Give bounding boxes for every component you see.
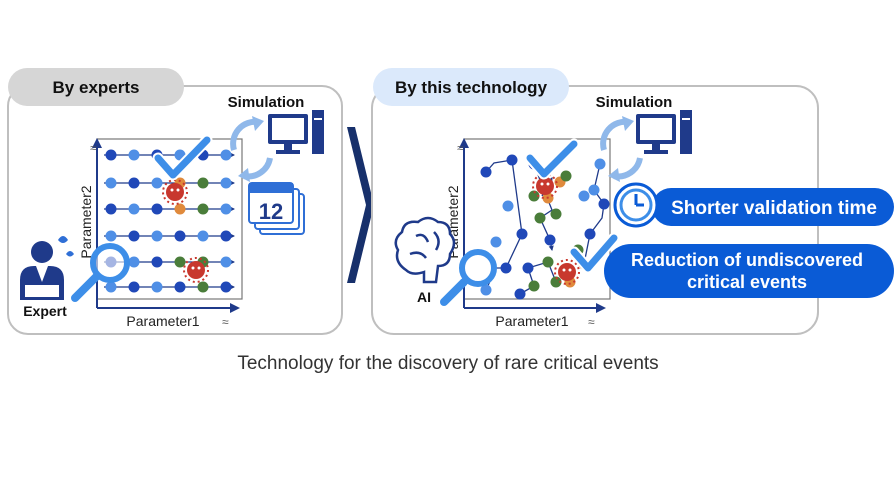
checkmark-icon: [526, 140, 578, 178]
grid-dot: [105, 230, 117, 242]
right-axis-break-x: ≈: [588, 315, 595, 329]
left-y-axis-label: Parameter2: [78, 185, 94, 258]
grid-dot: [588, 184, 600, 196]
stopwatch-icon: [613, 182, 659, 228]
grid-dot: [528, 190, 540, 202]
grid-dot: [220, 256, 232, 268]
grid-dot: [550, 276, 562, 288]
right-x-axis-label: Parameter1: [495, 313, 568, 329]
grid-dot: [502, 200, 514, 212]
grid-dot: [197, 230, 209, 242]
benefit-reduction-line2: critical events: [687, 272, 807, 292]
left-grid-dots: [104, 149, 236, 293]
grid-dot: [534, 212, 546, 224]
checkmark-icon: [154, 136, 211, 179]
grid-dot: [128, 281, 140, 293]
grid-dot: [174, 256, 186, 268]
grid-dot: [105, 203, 117, 215]
benefit-reduction-pill: [604, 244, 894, 298]
grid-dot: [578, 190, 590, 202]
left-panel-title: By experts: [53, 78, 140, 97]
grid-dot: [128, 149, 140, 161]
benefit-reduction-line1: Reduction of undiscovered: [631, 250, 863, 270]
left-axis-break-y: ≈: [90, 141, 97, 155]
computer-icon: [268, 110, 324, 154]
grid-dot: [151, 177, 163, 189]
cycle-arrows-icon: [600, 116, 643, 182]
grid-dot: [128, 256, 140, 268]
right-panel-title: By this technology: [395, 78, 548, 97]
grid-dot: [128, 203, 140, 215]
grid-dot: [128, 177, 140, 189]
grid-dot: [151, 230, 163, 242]
grid-dot: [522, 262, 534, 274]
right-panel: By this technology ≈ ≈ Parameter1 Parame…: [371, 68, 894, 335]
right-panel-title-tab: [373, 68, 569, 106]
grid-dot: [174, 203, 186, 215]
grid-dot: [174, 281, 186, 293]
expert-label: Expert: [23, 303, 67, 319]
grid-dot: [151, 256, 163, 268]
expert-person-icon: [20, 236, 74, 300]
grid-dot: [560, 170, 572, 182]
brain-icon: [394, 216, 456, 284]
left-x-axis-label: Parameter1: [126, 313, 199, 329]
grid-dot: [490, 236, 502, 248]
grid-dot: [197, 177, 209, 189]
grid-dot: [480, 284, 492, 296]
next-arrow-icon: [347, 127, 374, 283]
grid-dot: [197, 281, 209, 293]
calendar-day: 12: [259, 199, 283, 224]
figure-caption: Technology for the discovery of rare cri…: [237, 353, 659, 374]
grid-dot: [105, 149, 117, 161]
grid-dot: [197, 203, 209, 215]
grid-dot: [594, 158, 606, 170]
benefit-shorter-time: Shorter validation time: [671, 198, 877, 219]
grid-dot: [514, 288, 526, 300]
grid-dot: [598, 198, 610, 210]
left-panel: By experts ≈ ≈ Parameter1 Parameter2: [7, 68, 343, 335]
grid-dot: [220, 281, 232, 293]
grid-dot: [544, 234, 556, 246]
grid-dot: [151, 203, 163, 215]
grid-dot: [528, 280, 540, 292]
virus-icon: [183, 257, 209, 283]
grid-dot: [220, 149, 232, 161]
left-simulation-label: Simulation: [228, 94, 305, 111]
magnifier-icon: [71, 243, 130, 302]
grid-dot: [220, 177, 232, 189]
grid-dot: [220, 203, 232, 215]
grid-dot: [584, 228, 596, 240]
grid-dot: [542, 256, 554, 268]
left-panel-title-tab: [8, 68, 184, 106]
grid-dot: [151, 281, 163, 293]
virus-icon: [554, 259, 580, 285]
cycle-arrows-icon: [230, 116, 273, 182]
grid-dot: [500, 262, 512, 274]
computer-icon: [636, 110, 692, 154]
checkmark-icon: [570, 234, 618, 272]
grid-dot: [105, 281, 117, 293]
grid-dot: [174, 230, 186, 242]
grid-dot: [105, 177, 117, 189]
grid-dot: [550, 208, 562, 220]
grid-dot: [220, 230, 232, 242]
calendar-stack-icon: 12: [248, 182, 305, 235]
grid-dot: [516, 228, 528, 240]
grid-dot: [480, 166, 492, 178]
left-axis-break-x: ≈: [222, 315, 229, 329]
grid-dot: [506, 154, 518, 166]
magnifier-icon: [440, 249, 497, 306]
benefit-shorter-time-pill: [652, 188, 894, 226]
ai-label: AI: [417, 289, 431, 305]
right-axis-break-y: ≈: [457, 141, 464, 155]
right-simulation-label: Simulation: [596, 94, 673, 111]
grid-dot: [128, 230, 140, 242]
